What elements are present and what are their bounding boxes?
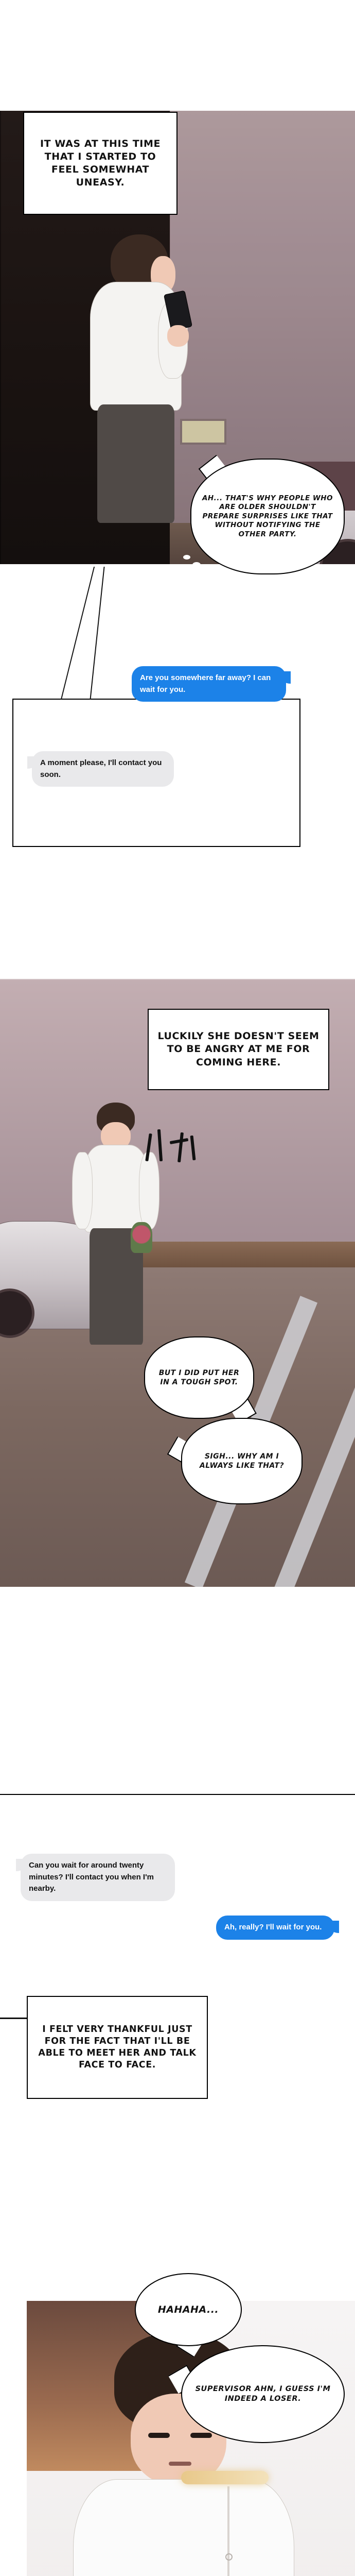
arm-right bbox=[139, 1152, 159, 1229]
chat-message-incoming[interactable]: Can you wait for around twenty minutes? … bbox=[16, 1854, 175, 1901]
hand bbox=[167, 325, 189, 347]
speech-bubble: SUPERVISOR AHN, I GUESS I'M INDEED A LOS… bbox=[181, 2345, 345, 2443]
panel-man-with-phone bbox=[27, 2301, 355, 2576]
speech-bubble: HAHAHA... bbox=[135, 2273, 242, 2346]
speech-bubble: SIGH... WHY AM I ALWAYS LIKE THAT? bbox=[181, 1418, 303, 1504]
caption-connector bbox=[0, 2018, 28, 2019]
chat-message-incoming[interactable]: A moment please, I'll contact you soon. bbox=[27, 751, 174, 787]
pants bbox=[97, 404, 174, 523]
chat-bubble-tail bbox=[27, 756, 39, 769]
speech-bubble: AH... THAT'S WHY PEOPLE WHO ARE OLDER SH… bbox=[190, 459, 345, 574]
flower-bouquet bbox=[131, 1222, 152, 1253]
gutter bbox=[0, 1587, 355, 1735]
sfx-stroke bbox=[177, 1132, 184, 1163]
dress-shirt bbox=[73, 2479, 294, 2576]
shirt bbox=[84, 1145, 147, 1232]
sfx-stroke bbox=[157, 1129, 163, 1162]
chat-bubble-tail bbox=[328, 1921, 339, 1933]
light-streak bbox=[181, 2471, 269, 2484]
character-man-standing bbox=[72, 1103, 159, 1345]
chat-message-outgoing[interactable]: Ah, really? I'll wait for you. bbox=[216, 1916, 339, 1940]
chat-bubble-tail bbox=[16, 1859, 27, 1871]
chat-message-text: A moment please, I'll contact you soon. bbox=[40, 758, 162, 779]
window-light bbox=[180, 419, 226, 445]
caption-box: I FELT VERY THANKFUL JUST FOR THE FACT T… bbox=[27, 1996, 208, 2099]
character-man-back bbox=[90, 234, 193, 523]
chat-message-text: Can you wait for around twenty minutes? … bbox=[29, 1861, 154, 1893]
ground-marking bbox=[183, 555, 190, 560]
chat-message-outgoing[interactable]: Are you somewhere far away? I can wait f… bbox=[132, 666, 291, 702]
shirt-button bbox=[225, 2553, 233, 2561]
arm-left bbox=[72, 1152, 93, 1229]
chat-bubble-tail bbox=[279, 671, 291, 684]
sfx-stroke bbox=[190, 1135, 196, 1161]
shirt-placket bbox=[227, 2486, 229, 2576]
chat-message-text: Are you somewhere far away? I can wait f… bbox=[140, 673, 271, 694]
panel-chat-two bbox=[0, 1794, 355, 1795]
eye-left bbox=[148, 2433, 170, 2438]
sfx-motion-lines bbox=[145, 1129, 204, 1176]
mouth bbox=[169, 2462, 191, 2466]
panel-chat-one: Are you somewhere far away? I can wait f… bbox=[12, 666, 300, 847]
caption-box: LUCKILY SHE DOESN'T SEEM TO BE ANGRY AT … bbox=[148, 1009, 329, 1090]
speech-bubble: BUT I DID PUT HER IN A TOUGH SPOT. bbox=[144, 1336, 254, 1419]
chat-message-text: Ah, really? I'll wait for you. bbox=[224, 1923, 322, 1931]
gutter bbox=[0, 564, 355, 623]
eye-right bbox=[190, 2433, 212, 2438]
ground-marking bbox=[192, 562, 201, 564]
caption-box: IT WAS AT THIS TIME THAT I STARTED TO FE… bbox=[23, 112, 177, 215]
